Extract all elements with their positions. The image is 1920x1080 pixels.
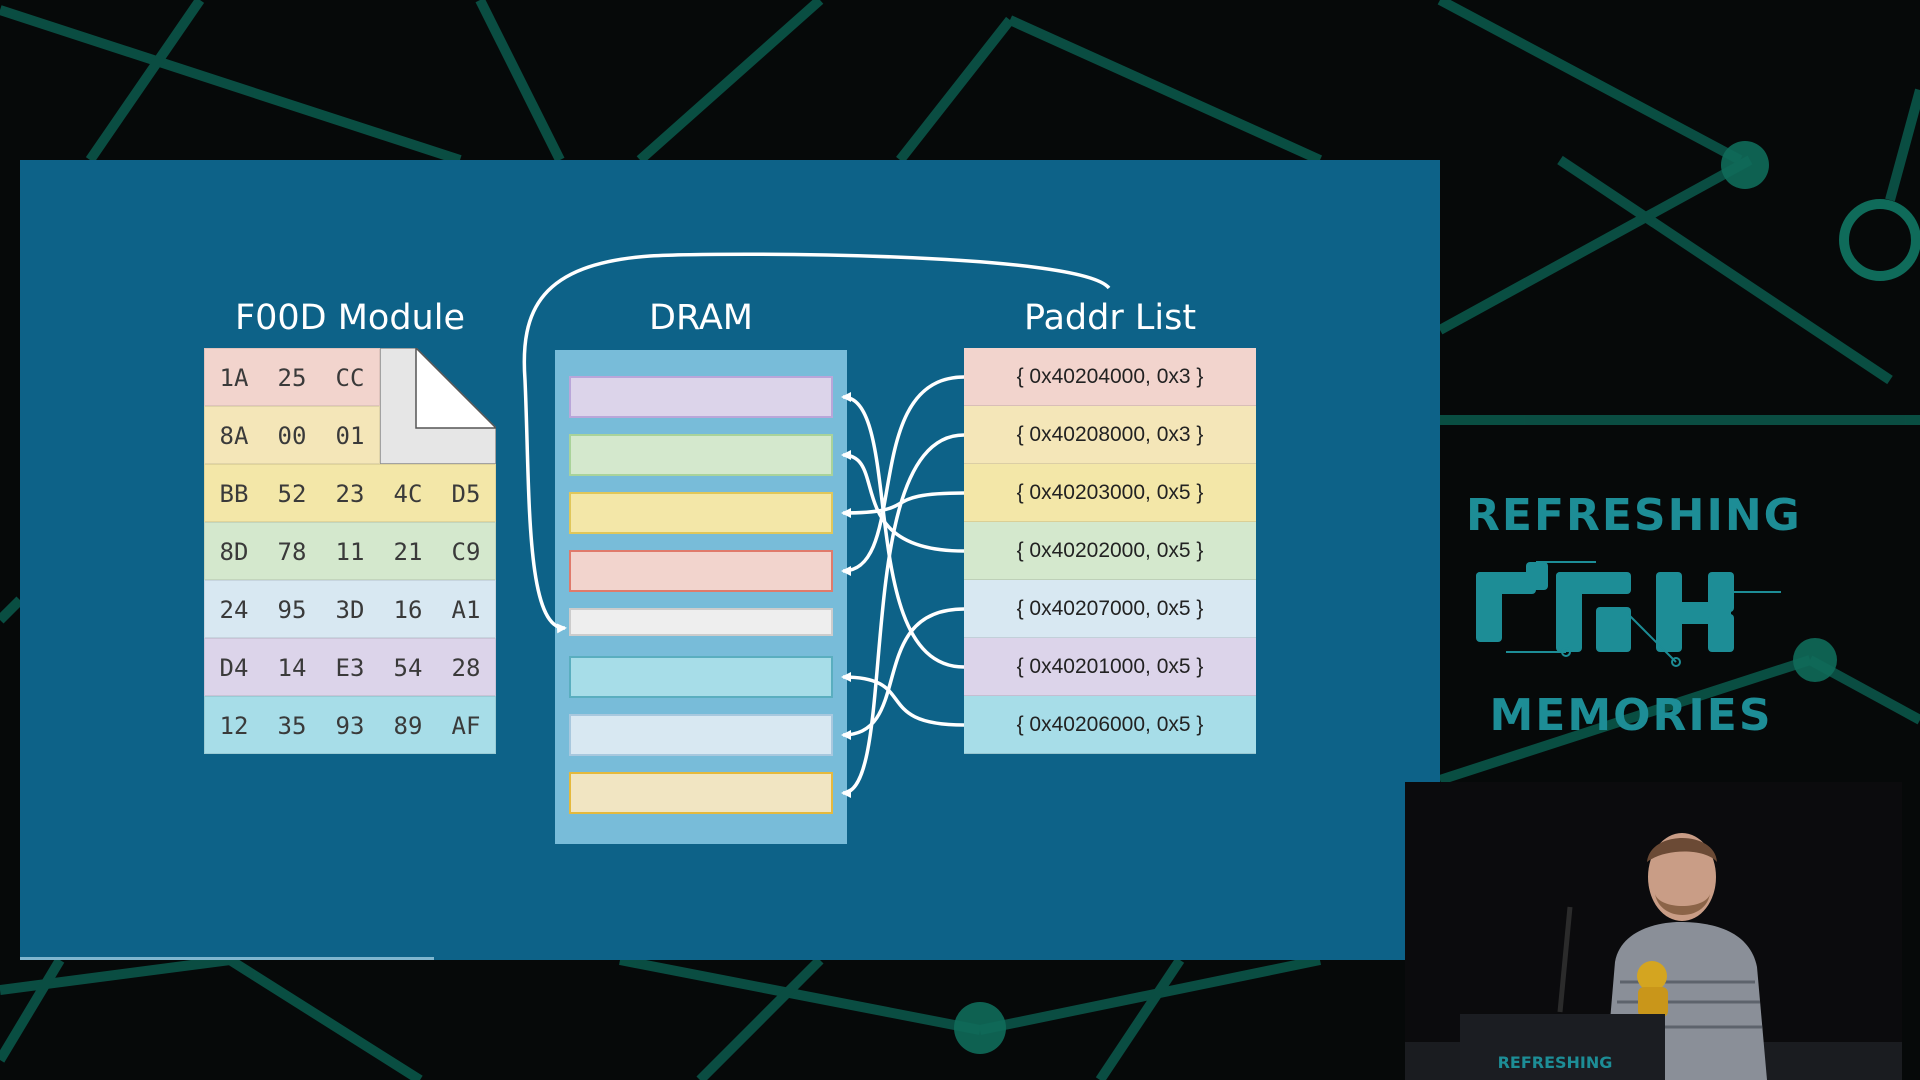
module-byte: 16 — [393, 596, 423, 624]
module-byte: 35 — [277, 712, 307, 740]
slide-progress-bar — [20, 957, 434, 960]
dram-title: DRAM — [649, 298, 753, 338]
module-byte: BB — [219, 480, 249, 508]
module-row: 12 35 93 89 AF — [204, 696, 496, 754]
dram-page — [569, 434, 833, 476]
paddr-entry: { 0x40206000, 0x5 } — [964, 696, 1256, 754]
module-byte: C9 — [451, 538, 481, 566]
paddr-entry: { 0x40202000, 0x5 } — [964, 522, 1256, 580]
module-byte: D5 — [451, 480, 481, 508]
paddr-entry: { 0x40204000, 0x3 } — [964, 348, 1256, 406]
module-byte: 78 — [277, 538, 307, 566]
module-byte: 8D — [219, 538, 249, 566]
module-byte: 21 — [393, 538, 423, 566]
dram-page — [569, 714, 833, 756]
module-byte: 11 — [335, 538, 365, 566]
paddr-arrow — [841, 450, 965, 553]
module-byte: 14 — [277, 654, 307, 682]
paddr-arrow — [841, 491, 965, 518]
presentation-slide: F00D Module DRAM Paddr List 1A 25 CC 8A 00 01… — [20, 160, 1440, 960]
dram-page — [569, 376, 833, 418]
paddr-arrow — [841, 375, 965, 576]
module-row: 8D 78 11 21 C9 — [204, 522, 496, 580]
module-byte: 3D — [335, 596, 365, 624]
module-byte: 25 — [277, 364, 307, 392]
module-byte: 95 — [277, 596, 307, 624]
speaker-illustration: REFRESHING — [1405, 782, 1902, 1080]
module-byte: 93 — [335, 712, 365, 740]
module-byte: 52 — [277, 480, 307, 508]
f00d-module-title: F00D Module — [234, 298, 465, 338]
module-byte: 23 — [335, 480, 365, 508]
module-byte: 28 — [451, 654, 481, 682]
paddr-arrow — [841, 607, 965, 740]
module-byte: D4 — [219, 654, 249, 682]
logo-line-2: MEMORIES — [1489, 690, 1773, 741]
module-byte: E3 — [335, 654, 365, 682]
module-byte: 54 — [393, 654, 423, 682]
paddr-entry: { 0x40201000, 0x5 } — [964, 638, 1256, 696]
module-byte: AF — [451, 712, 481, 740]
paddr-arrow — [841, 392, 965, 669]
dram-block — [555, 350, 847, 844]
module-byte: 4C — [393, 480, 423, 508]
paddr-entry: { 0x40208000, 0x3 } — [964, 406, 1256, 464]
module-row: 24 95 3D 16 A1 — [204, 580, 496, 638]
module-row: BB 52 23 4C D5 — [204, 464, 496, 522]
paddr-entry: { 0x40203000, 0x5 } — [964, 464, 1256, 522]
module-byte: 12 — [219, 712, 249, 740]
module-row: 8A 00 01 — [204, 406, 380, 464]
conference-logo: REFRESHING MEMORIES — [1466, 490, 1802, 760]
module-byte: 24 — [219, 596, 249, 624]
module-byte: 1A — [219, 364, 249, 392]
dram-page — [569, 656, 833, 698]
module-byte: 89 — [393, 712, 423, 740]
dram-page — [569, 550, 833, 592]
speaker-video: REFRESHING — [1405, 782, 1902, 1080]
podium-logo-text: REFRESHING — [1498, 1053, 1613, 1072]
paddr-arrow — [841, 433, 965, 798]
paddr-list-title: Paddr List — [1023, 298, 1197, 338]
module-byte: 00 — [277, 422, 307, 450]
logo-line-1: REFRESHING — [1466, 490, 1802, 541]
module-byte: A1 — [451, 596, 481, 624]
module-byte: 8A — [219, 422, 249, 450]
page-fold-icon — [380, 348, 496, 464]
dram-page — [569, 492, 833, 534]
dram-page — [569, 772, 833, 814]
module-row: 1A 25 CC — [204, 348, 380, 406]
dram-page — [569, 608, 833, 636]
paddr-arrow — [841, 672, 965, 727]
paddr-entry: { 0x40207000, 0x5 } — [964, 580, 1256, 638]
module-row: D4 14 E3 54 28 — [204, 638, 496, 696]
module-byte: 01 — [335, 422, 365, 450]
circuit-logo-icon — [1476, 561, 1781, 667]
module-byte: CC — [335, 364, 365, 392]
paddr-list: { 0x40204000, 0x3 }{ 0x40208000, 0x3 }{ … — [964, 348, 1256, 754]
